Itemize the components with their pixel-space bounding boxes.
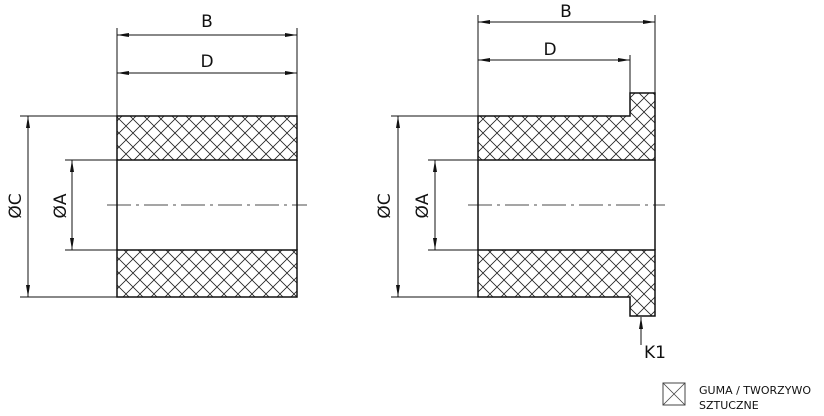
dimension-d-label: D (543, 40, 556, 60)
lower-flange-section (477, 249, 656, 317)
dimension-d-label: D (200, 52, 213, 72)
dimension-c-label: ØC (375, 193, 395, 218)
dimension-a-label: ØA (413, 193, 433, 218)
crosshatch-swatch-lines (662, 382, 686, 406)
upper-flange-section (477, 92, 656, 161)
plain-bushing-view: B D ØC ØA (6, 12, 307, 298)
crosshatch-swatch-icon (662, 382, 686, 406)
callout-k1-label: K1 (644, 343, 666, 363)
dimension-c-label: ØC (6, 193, 26, 218)
dimension-b-label: B (560, 2, 572, 22)
flanged-bushing-view: B D ØC ØA K1 (375, 2, 666, 363)
dimension-a-label: ØA (51, 193, 71, 218)
legend-line-1: GUMA / TWORZYWO (699, 384, 811, 397)
lower-wall-section (116, 249, 298, 298)
upper-wall-section (116, 115, 298, 161)
legend-line-2: SZTUCZNE (699, 399, 759, 412)
dimension-b-label: B (201, 12, 213, 32)
material-legend: GUMA / TWORZYWO SZTUCZNE (662, 382, 811, 412)
